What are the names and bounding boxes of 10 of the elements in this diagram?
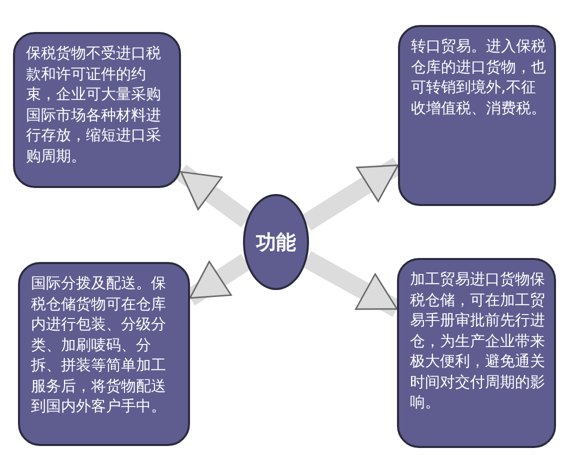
- box-text: 保税货物不受进口税款和许可证件的约束，企业可大量采购国际市场各种材料进行存放，缩短进口采购周期。: [25, 43, 162, 166]
- box-text: 加工贸易进口货物保税仓储，可在加工贸易手册审批前先行进仓，为生产企业带来极大便利，避免通关时间对交付周期的影响。: [409, 269, 546, 412]
- rounded-box: [397, 258, 556, 448]
- rounded-box: [13, 32, 181, 188]
- center-label: 功能: [256, 228, 296, 256]
- rounded-box: [18, 262, 190, 446]
- rounded-box: [398, 25, 556, 206]
- block-arrow: [176, 164, 252, 228]
- box-text: 国际分拨及配送。保税仓储货物可在仓库内进行包装、分级分类、加刷唛码、分拆、拼装等简单加工服务后，将货物配送到国内外客户手中。: [30, 273, 167, 416]
- box-text: 转口贸易。进入保税仓库的进口货物，也可转销到境外,不征收增值税、消费税。: [410, 36, 547, 118]
